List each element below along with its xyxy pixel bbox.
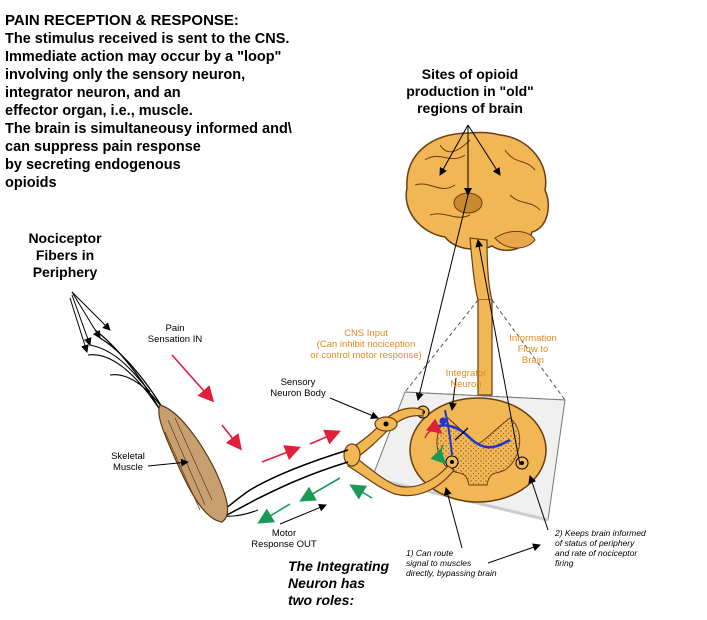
label-line: Sensation IN (147, 334, 203, 345)
label-line: production in "old" (406, 83, 534, 99)
title-line: by secreting endogenous (5, 157, 181, 173)
label-opioid-sites: Sites of opioid production in "old" regi… (395, 66, 545, 117)
pain-in-arrows (171, 354, 341, 463)
label-line: Brain (521, 355, 545, 366)
title-line: effector organ, i.e., muscle. (5, 103, 193, 119)
label-line: Skeletal (111, 451, 145, 462)
label-line: Fibers in (35, 247, 95, 263)
label-line: directly, bypassing brain (406, 568, 497, 578)
label-line: Neuron (450, 379, 482, 390)
label-line: 1) Can route (406, 548, 454, 558)
label-line: firing (555, 558, 574, 568)
title-line: The brain is simultaneousy informed and\ (5, 121, 292, 137)
pointer-lines (69, 124, 549, 564)
label-line: Neuron has (288, 575, 366, 591)
label-line: Nociceptor (28, 230, 102, 246)
title-line: involving only the sensory neuron, (5, 67, 246, 83)
label-line: two roles: (288, 592, 355, 608)
label-line: Response OUT (251, 539, 317, 550)
title-line: The stimulus received is sent to the CNS… (5, 31, 290, 47)
title-line: integrator neuron, and an (5, 85, 181, 101)
spinal-cord-column (477, 300, 493, 396)
label-line: or control motor response) (310, 350, 422, 361)
title-line: opioids (5, 175, 57, 191)
label-line: The Integrating (288, 558, 390, 574)
label-line: Motor (271, 528, 297, 539)
label-line: CNS Input (344, 328, 388, 339)
label-line: Information (509, 333, 557, 344)
label-line: and rate of nociceptor (555, 548, 638, 558)
label-nociceptor-fibers: Nociceptor Fibers in Periphery (15, 230, 115, 281)
brain (405, 131, 549, 301)
skeletal-muscle (158, 404, 229, 523)
title-block: PAIN RECEPTION & RESPONSE: The stimulus … (5, 12, 340, 192)
label-line: (Can inhibit nociception (316, 339, 416, 350)
title-heading: PAIN RECEPTION & RESPONSE: (5, 12, 239, 29)
label-sensory-neuron-body: Sensory Neuron Body (258, 377, 338, 399)
label-line: Flow to (517, 344, 549, 355)
label-line: Neuron Body (270, 388, 326, 399)
label-pain-sensation-in: Pain Sensation IN (130, 323, 220, 345)
label-information-flow: Information Flow to Brain (500, 333, 566, 366)
label-line: Integrator (445, 368, 487, 379)
title-line: Immediate action may occur by a "loop" (5, 49, 282, 65)
label-line: Muscle (112, 462, 144, 473)
label-role-1: 1) Can route signal to muscles directly,… (406, 548, 526, 578)
label-cns-input: CNS Input (Can inhibit nociception or co… (296, 328, 436, 361)
nerve-roots (343, 407, 455, 497)
title-line: can suppress pain response (5, 139, 201, 155)
label-motor-response-out: Motor Response OUT (244, 528, 324, 550)
label-line: 2) Keeps brain informed (555, 528, 646, 538)
label-skeletal-muscle: Skeletal Muscle (98, 451, 158, 473)
label-line: Periphery (32, 264, 98, 280)
label-line: Sites of opioid (421, 66, 519, 82)
label-line: Sensory (280, 377, 316, 388)
motor-out-arrows (257, 477, 373, 524)
label-role-2: 2) Keeps brain informed of status of per… (555, 528, 675, 568)
label-line: signal to muscles (406, 558, 472, 568)
label-roles-title: The Integrating Neuron has two roles: (288, 558, 408, 609)
label-line: Pain (165, 323, 185, 334)
label-line: of status of periphery (555, 538, 635, 548)
label-integrator-neuron: Integrator Neuron (436, 368, 496, 390)
label-line: regions of brain (417, 100, 523, 116)
